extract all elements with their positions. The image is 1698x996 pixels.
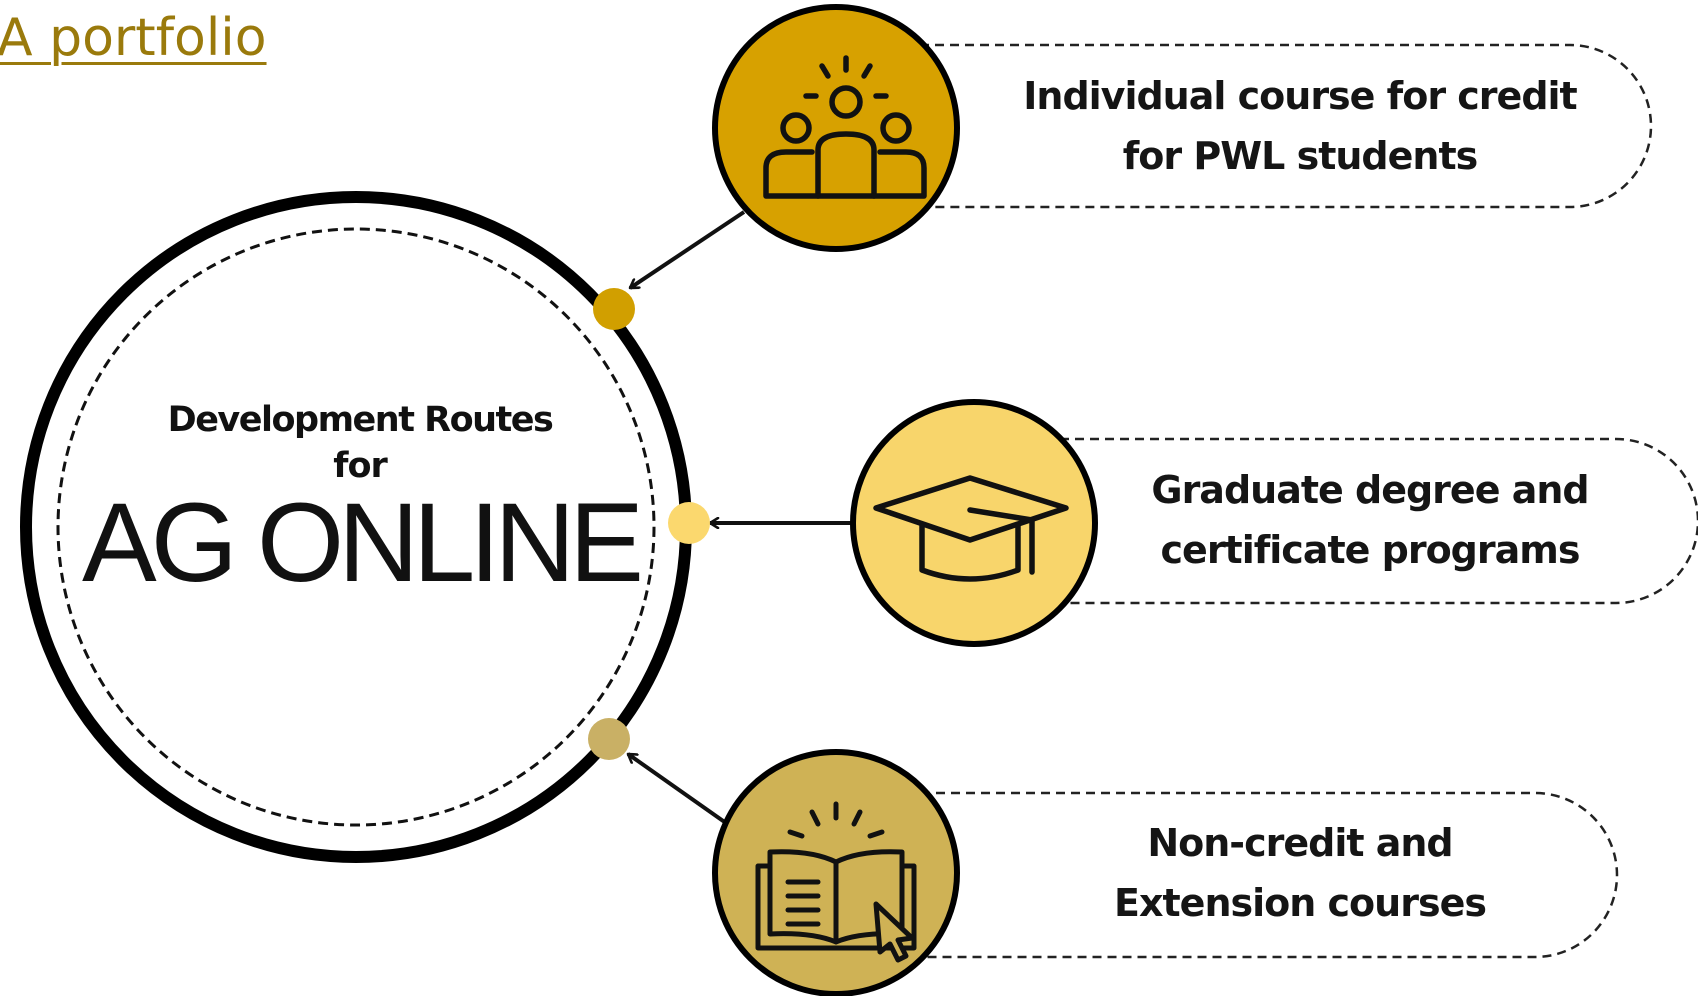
route-pill-2 — [1045, 437, 1698, 605]
hub-title: AG ONLINE — [82, 480, 644, 605]
route-arrow-1 — [630, 210, 746, 290]
route-label-3: Non-credit and Extension courses — [1114, 821, 1487, 925]
hub-connector-word: for — [333, 446, 388, 486]
hub-subtitle: Development Routes — [167, 400, 554, 440]
route-pill-3 — [906, 791, 1619, 959]
route-label-1: Individual course for credit for PWL stu… — [1023, 74, 1577, 178]
route-label-2: Graduate degree and certificate programs — [1151, 468, 1589, 572]
route-icon-circle-2 — [850, 399, 1098, 647]
connector-dot-2 — [668, 502, 710, 544]
connector-dot-3 — [588, 718, 630, 760]
hub-inner-dashed-ring — [56, 227, 656, 827]
connector-dot-1 — [593, 288, 635, 330]
people-icon — [763, 55, 927, 199]
route-pill-1 — [845, 43, 1653, 209]
graduation-cap-icon — [873, 475, 1069, 582]
portfolio-link[interactable]: A portfolio — [0, 8, 267, 68]
open-book-cursor-icon — [755, 801, 917, 963]
route-arrow-3 — [628, 752, 728, 825]
route-icon-circle-1 — [712, 4, 960, 252]
